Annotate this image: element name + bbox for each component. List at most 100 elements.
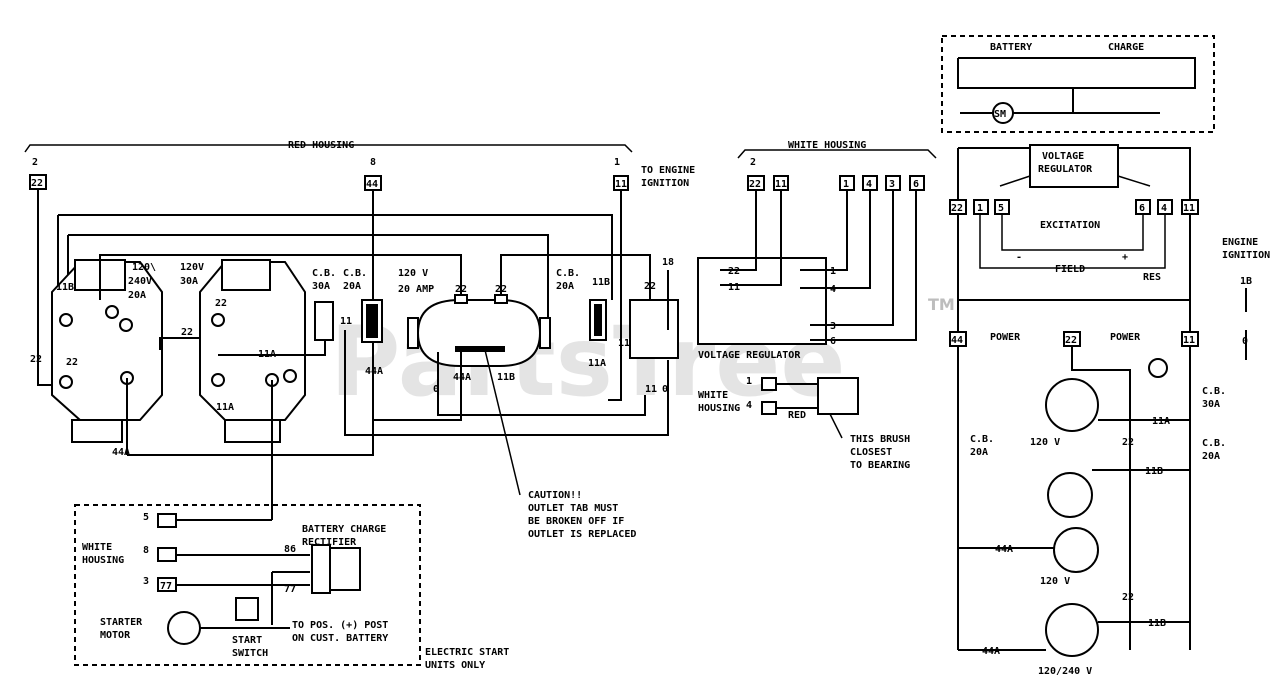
wire-label: 22	[66, 357, 78, 368]
wire-label: 86	[284, 544, 296, 555]
switch-label-2: SWITCH	[232, 648, 268, 659]
wh-wire-11	[720, 190, 782, 286]
electric-start-section: 5 WHITE HOUSING 8 86 3 77 77 BATTERY CHA…	[74, 504, 509, 671]
field-loop	[979, 214, 1166, 269]
wire-label: 1B	[1240, 276, 1252, 287]
wire-label: 44A	[112, 447, 130, 458]
rectifier-label-1: BATTERY CHARGE	[302, 524, 386, 535]
caution-pointer	[484, 349, 521, 496]
terminal-label: 44	[366, 179, 378, 190]
terminal-label: 4	[866, 179, 872, 190]
wire-label: 2	[750, 157, 756, 168]
outlet1-label-1: 120\	[132, 262, 156, 273]
rectifier-label-2: RECTIFIER	[302, 537, 357, 548]
outlet1-label-3: 20A	[128, 290, 146, 301]
wh-wire-1	[800, 190, 848, 271]
minus-label: -	[1016, 252, 1022, 263]
v120a-label: 120 V	[1030, 437, 1060, 448]
wire-label: 11	[340, 316, 352, 327]
wire-11a	[218, 340, 326, 356]
voltage-regulator-label: VOLTAGE REGULATOR	[698, 350, 801, 361]
cb30-label-2: 30A	[312, 281, 330, 292]
eng-ign-1: ENGINE	[1222, 237, 1258, 248]
sm-label: SM	[994, 109, 1006, 120]
wire-label: 11	[618, 338, 630, 349]
wire-label: 5	[143, 512, 149, 523]
brush-holder	[817, 377, 859, 415]
wire-label: 11B	[1148, 618, 1166, 629]
outlet2-label-2: 30A	[180, 276, 198, 287]
wire-label: 18	[662, 257, 674, 268]
starter-label-1: STARTER	[100, 617, 143, 628]
wire-rectifier	[271, 571, 310, 625]
white-housing-bracket	[737, 149, 937, 159]
starter-motor	[167, 611, 201, 645]
terminal-label: 22	[749, 179, 761, 190]
wire-22-schematic	[1071, 346, 1131, 650]
wire-label: 11B	[592, 277, 610, 288]
wire-label: 1	[614, 157, 620, 168]
power-label-2: POWER	[1110, 332, 1141, 343]
wh-wire-4	[800, 190, 871, 289]
wire-label: 22	[181, 327, 193, 338]
sch-outlet-120v-30a	[1045, 378, 1099, 432]
terminal-label: 44	[951, 335, 963, 346]
sch-cb20a-1: C.B.	[970, 434, 994, 445]
terminal-label: 22	[951, 203, 963, 214]
outlet2-label-1: 120V	[180, 262, 204, 273]
wire-44a	[127, 342, 374, 456]
sch-cb20b-2: 20A	[1202, 451, 1220, 462]
wire-second-loop	[68, 234, 549, 330]
cb20a-label-1: C.B.	[343, 268, 367, 279]
wh-wire-22	[720, 190, 757, 271]
terminal-86	[157, 547, 177, 562]
terminal-label: 1	[977, 203, 983, 214]
brush-wires	[776, 383, 818, 409]
terminal-label: 11	[775, 179, 787, 190]
battery-note-2: ON CUST. BATTERY	[292, 633, 388, 644]
caution-1: CAUTION!!	[528, 490, 582, 501]
wire-label: 11	[728, 282, 740, 293]
electric-start-box	[74, 504, 421, 666]
wire-label: 4	[746, 400, 752, 411]
wire-label: 11B	[1145, 466, 1163, 477]
wire-label: 22	[1122, 437, 1134, 448]
sch-outlet-120v-duplex-2	[1053, 527, 1099, 573]
terminal-label: 22	[1065, 335, 1077, 346]
sch-outlet-120-240v	[1045, 603, 1099, 657]
terminal-label: 11	[615, 179, 627, 190]
circuit-breaker-30a	[314, 301, 334, 341]
red-housing-title: RED HOUSING	[288, 140, 354, 151]
wire-label: 44A	[982, 646, 1000, 657]
battery-label: BATTERY	[990, 42, 1032, 53]
es-white-housing-1: WHITE	[82, 542, 112, 553]
brush-note-3: TO BEARING	[850, 460, 910, 471]
brush-housing-1: WHITE	[698, 390, 728, 401]
wire-label: 11A	[216, 402, 234, 413]
wire-11-loop	[344, 330, 669, 436]
wire-label: 3	[143, 576, 149, 587]
terminal-label: 22	[31, 178, 43, 189]
wire-label: 22	[215, 298, 227, 309]
engine-ignition-label-2: IGNITION	[641, 178, 689, 189]
red-housing-section: RED HOUSING 2 22 22 8 44 1 11 TO ENGINE …	[24, 140, 695, 540]
caution-3: BE BROKEN OFF IF	[528, 516, 624, 527]
reg-label-2: REGULATOR	[1038, 164, 1093, 175]
schematic-section: BATTERY CHARGE SM VOLTAGE REGULATOR 22 1…	[941, 35, 1270, 677]
units-label-1: ELECTRIC START	[425, 647, 509, 658]
wire-label: 6	[830, 336, 836, 347]
wire-44a-outlet	[373, 352, 462, 421]
terminal-label: 6	[1139, 203, 1145, 214]
power-label-1: POWER	[990, 332, 1021, 343]
es-white-housing-2: HOUSING	[82, 555, 124, 566]
wire-22-right	[500, 254, 651, 300]
sch-ground-point	[1148, 358, 1168, 378]
battery-charge-box	[941, 35, 1215, 133]
brush-terminal-4	[761, 401, 777, 415]
terminal-label: 4	[1161, 203, 1167, 214]
sch-terminal-44	[949, 331, 967, 347]
terminal-label: 1	[843, 179, 849, 190]
excitation-label: EXCITATION	[1040, 220, 1100, 231]
res-label: RES	[1143, 272, 1161, 283]
watermark-tm: TM	[928, 295, 955, 314]
